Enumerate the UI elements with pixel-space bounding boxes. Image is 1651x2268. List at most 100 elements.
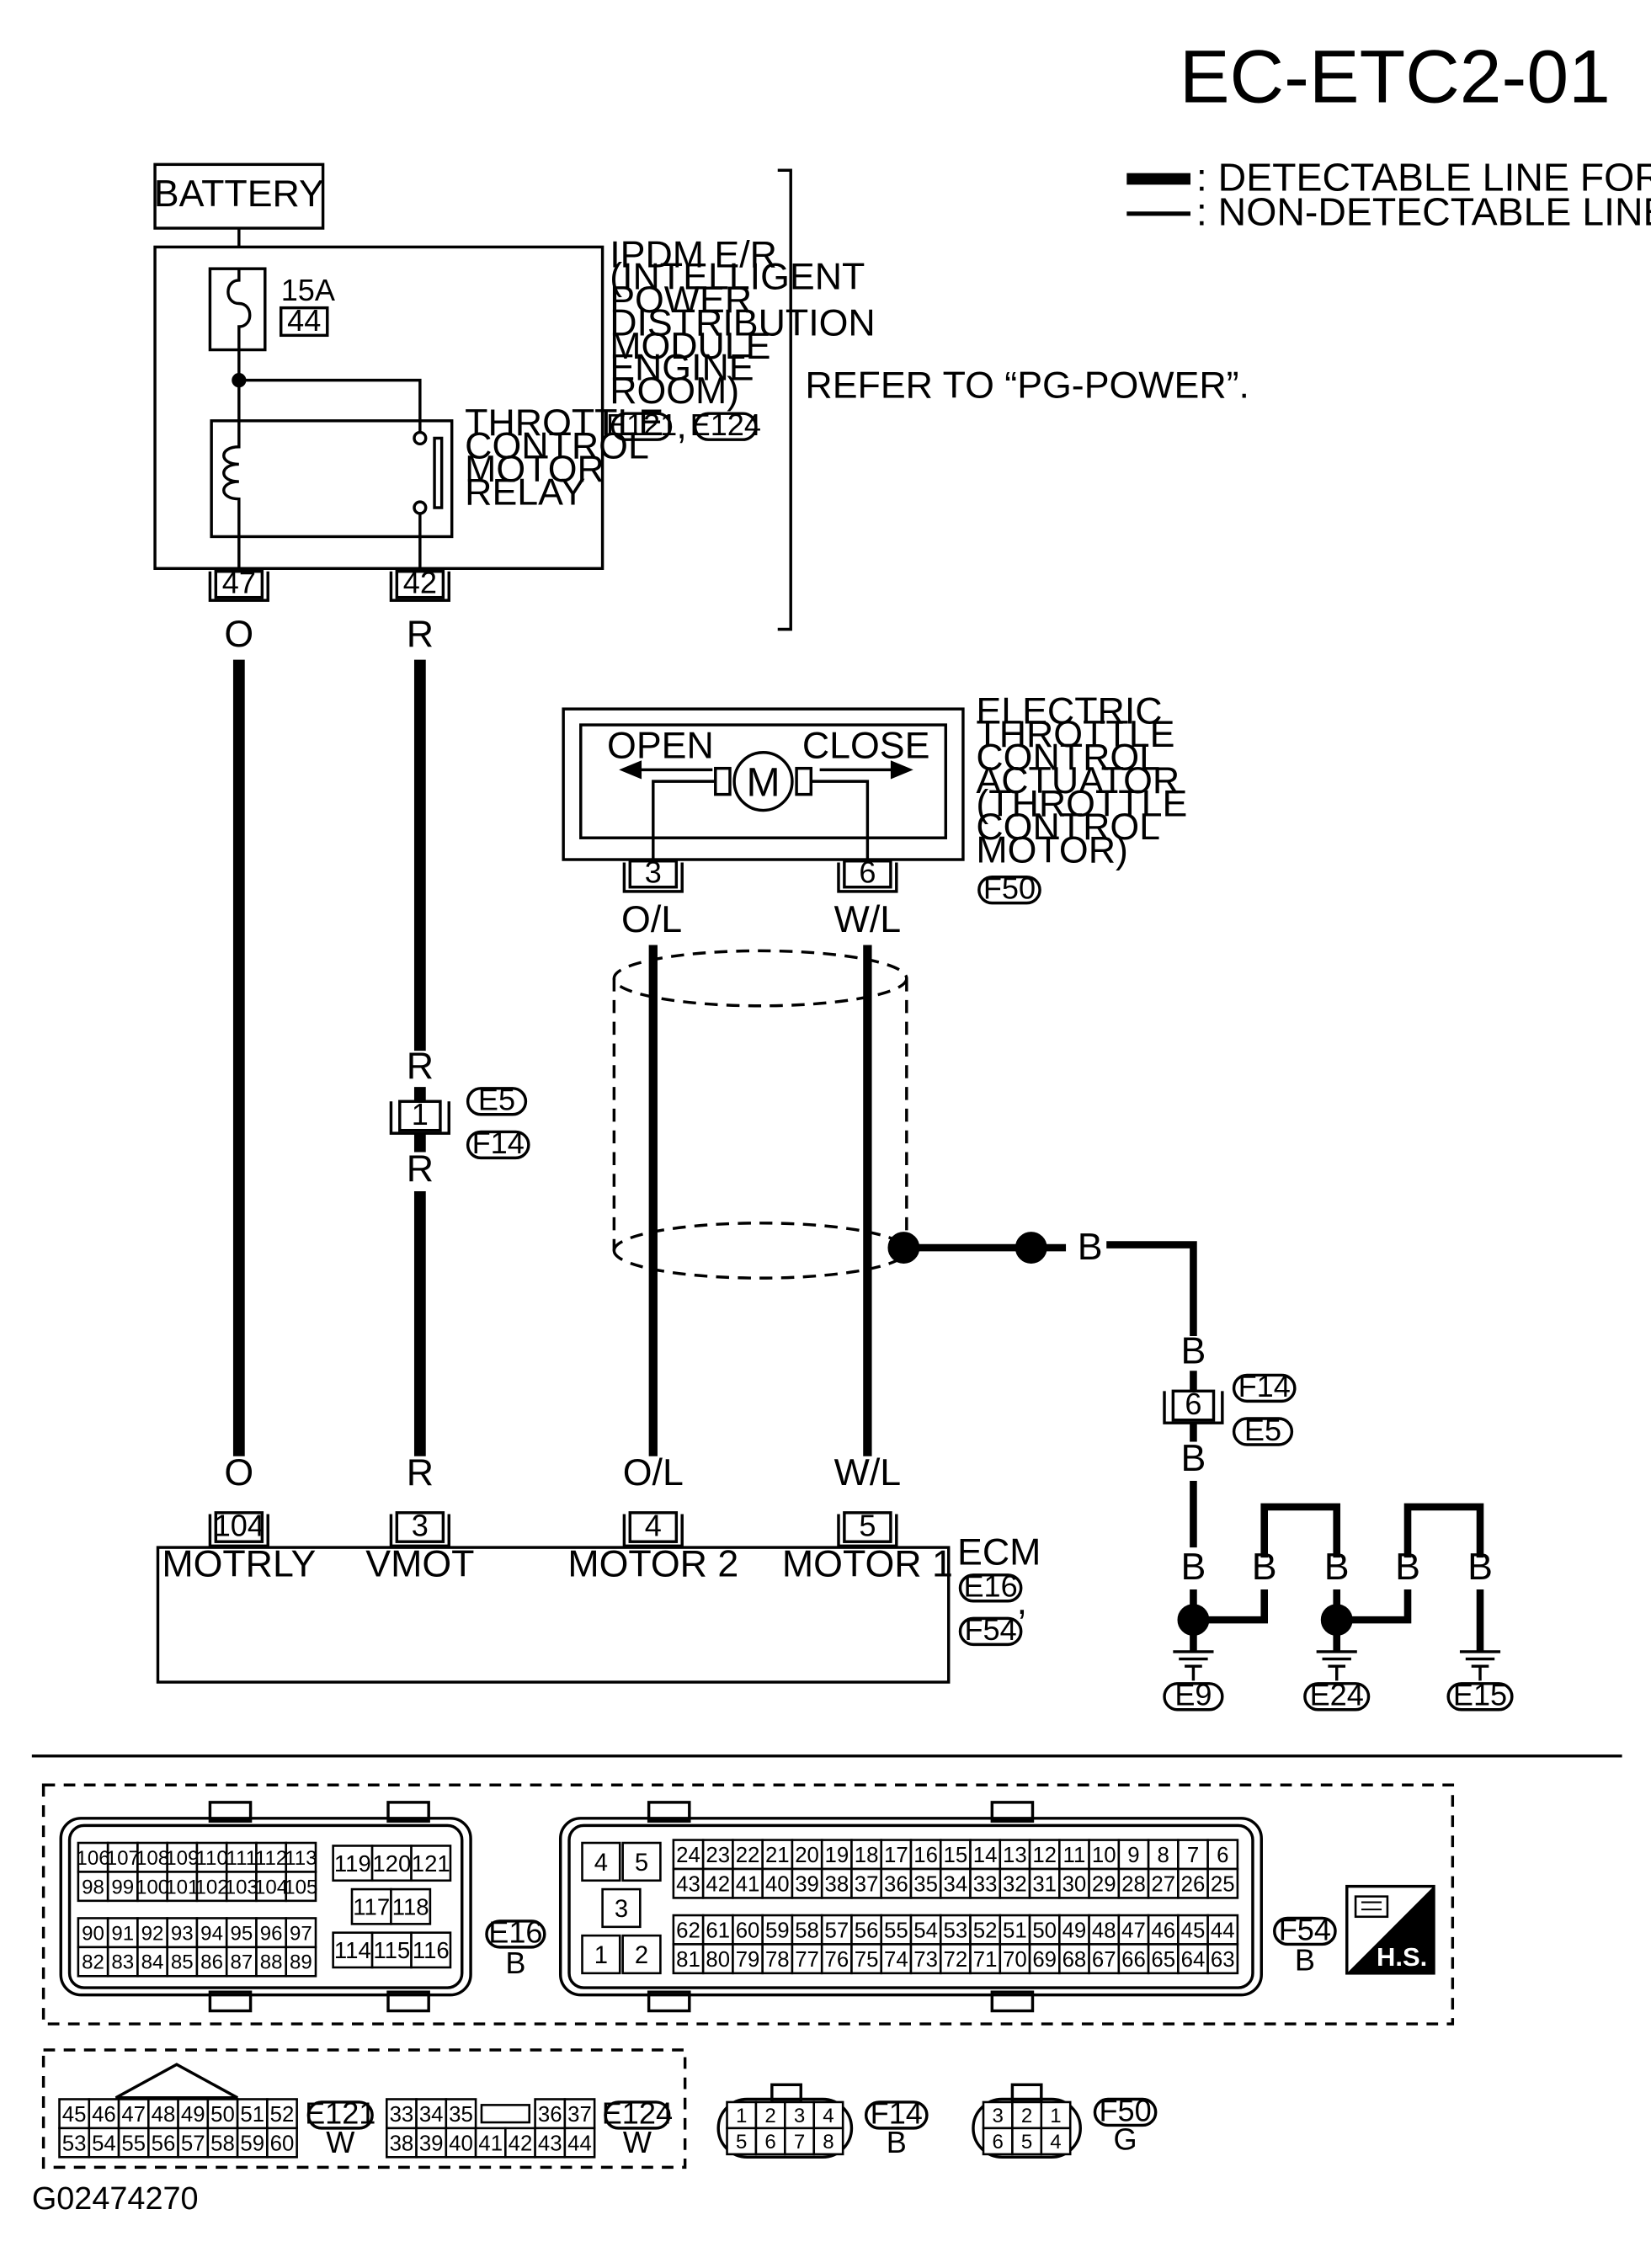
f50-pin-5: 5 xyxy=(1021,2131,1032,2154)
ecm-f54-oval xyxy=(958,1616,1023,1647)
e16-pin-97: 97 xyxy=(290,1922,312,1945)
e121-pin-59: 59 xyxy=(240,2132,264,2155)
battery-label: BATTERY xyxy=(154,173,324,215)
f54-pin-72: 72 xyxy=(944,1948,968,1972)
actuator-pin-3-box xyxy=(628,860,679,889)
e16-pin-103: 103 xyxy=(225,1876,258,1898)
wire-color-b-joint-top: B xyxy=(1181,1331,1206,1372)
wire-color-ol-top: O/L xyxy=(621,899,682,940)
connector-frame-ipdm xyxy=(41,2048,687,2170)
e16-pin-102-cell xyxy=(195,1871,228,1903)
f54-pin-71: 71 xyxy=(973,1948,998,1972)
f54-pin-11: 11 xyxy=(1063,1844,1086,1867)
e16-pin-117: 117 xyxy=(353,1894,390,1920)
f54-pin-65-cell xyxy=(1147,1943,1180,1975)
actuator-line-3: CONTROL xyxy=(976,737,1160,778)
joint-b-pin: 6 xyxy=(1185,1387,1201,1421)
joint-r-pin: 1 xyxy=(412,1097,429,1131)
ecm-pin-104: 104 xyxy=(214,1508,264,1542)
e16-pin-89-cell xyxy=(285,1946,317,1978)
f54-pin-61: 61 xyxy=(706,1919,730,1943)
ecm-terminal-motor2: MOTOR 2 xyxy=(567,1544,738,1585)
f54-pin-28: 28 xyxy=(1121,1872,1146,1896)
e16-pin-104: 104 xyxy=(254,1876,288,1898)
e16-pin-90: 90 xyxy=(82,1922,104,1945)
f14-pin-8-cell xyxy=(812,2127,844,2156)
figure-id: G02474270 xyxy=(32,2181,199,2217)
ipdm-pin-47: 47 xyxy=(222,566,256,600)
f14-pin-4: 4 xyxy=(823,2105,833,2127)
wire-color-b-joint-bottom: B xyxy=(1181,1438,1206,1479)
f54-pin-45: 45 xyxy=(1181,1919,1206,1943)
f14-color: B xyxy=(887,2125,907,2159)
e121-color: W xyxy=(326,2125,354,2159)
e16-pin-92: 92 xyxy=(141,1922,164,1945)
e16-pin-98-cell xyxy=(77,1871,109,1903)
e124-pin-41-cell xyxy=(474,2127,507,2159)
f54-pin-9: 9 xyxy=(1127,1844,1139,1867)
e16-pin-108-cell xyxy=(136,1841,168,1873)
actuator-pin-6: 6 xyxy=(859,855,876,890)
f54-pin-54: 54 xyxy=(913,1919,938,1943)
e121-pin-50: 50 xyxy=(210,2103,235,2127)
actuator-line-1: ELECTRIC xyxy=(976,690,1162,732)
relay-box xyxy=(210,419,454,539)
connector-frame-ecm xyxy=(41,1783,1455,2026)
f50-face xyxy=(972,2097,1082,2159)
joint-b-e5-oval xyxy=(1232,1417,1294,1446)
f14-pin-3: 3 xyxy=(794,2105,805,2127)
e16-pin-98: 98 xyxy=(82,1876,104,1898)
e124-pin-44: 44 xyxy=(567,2132,592,2155)
e16-pin-119: 119 xyxy=(334,1850,371,1877)
ipdm-connector-e124: E124 xyxy=(690,407,761,442)
wire-color-b-loop-1: B xyxy=(1252,1547,1277,1588)
ecm-separator: , xyxy=(1017,1581,1027,1622)
f54-pin-80: 80 xyxy=(706,1948,730,1972)
f50-pin-2-cell xyxy=(1011,2100,1043,2130)
ecm-pin-5-box xyxy=(843,1511,892,1543)
shield xyxy=(612,949,908,1280)
f54-pin-78: 78 xyxy=(765,1948,790,1972)
e16-pin-100: 100 xyxy=(136,1876,169,1898)
ecm-pin-4: 4 xyxy=(645,1508,662,1542)
f50-pin-3: 3 xyxy=(992,2105,1003,2127)
wire-color-o-bottom: O xyxy=(224,1452,253,1493)
e121-pin-48-cell xyxy=(147,2098,179,2130)
ecm-terminal-motrly: MOTRLY xyxy=(162,1544,316,1585)
f54-pin-70: 70 xyxy=(1003,1948,1027,1972)
f54-pin-67-cell xyxy=(1088,1943,1121,1975)
e121-oval xyxy=(306,2100,374,2130)
e16-pin-92-cell xyxy=(136,1917,168,1949)
f14-oval xyxy=(864,2100,929,2130)
e16-oval xyxy=(485,1919,546,1949)
e16-pin-108: 108 xyxy=(136,1847,169,1870)
f54-pin-7-cell xyxy=(1177,1839,1209,1871)
f54-pin-32-cell xyxy=(999,1867,1031,1899)
ecm-pin-3-box xyxy=(395,1511,445,1543)
ipdm-connector-e121-oval xyxy=(610,412,673,441)
f54-pin-56: 56 xyxy=(855,1919,879,1943)
wire-color-r-bottom: R xyxy=(407,1452,434,1493)
f54-pin-63-cell xyxy=(1206,1943,1239,1975)
e16-pin-95: 95 xyxy=(230,1922,253,1945)
e124-pin-34: 34 xyxy=(419,2103,444,2127)
actuator-line-5: (THROTTLE xyxy=(976,783,1187,824)
fuse-number: 44 xyxy=(287,303,321,338)
motor-icon xyxy=(732,751,794,812)
e16-pin-82-cell xyxy=(77,1946,109,1978)
e121-pin-54-cell xyxy=(88,2127,120,2159)
f54-pin-20: 20 xyxy=(795,1844,819,1867)
e16-pin-96-cell xyxy=(255,1917,288,1949)
e121-pin-53: 53 xyxy=(62,2132,87,2155)
f54-pin-3: 3 xyxy=(615,1896,628,1923)
e16-pin-118-cell xyxy=(390,1887,432,1925)
e16-pin-91-cell xyxy=(106,1917,139,1949)
e124-pin-44-cell xyxy=(563,2127,596,2159)
f54-pin-23: 23 xyxy=(706,1844,730,1867)
f50-pin-6: 6 xyxy=(992,2131,1003,2154)
ecm-pin-104-box xyxy=(214,1511,264,1543)
e16-pin-90-cell xyxy=(77,1917,109,1949)
